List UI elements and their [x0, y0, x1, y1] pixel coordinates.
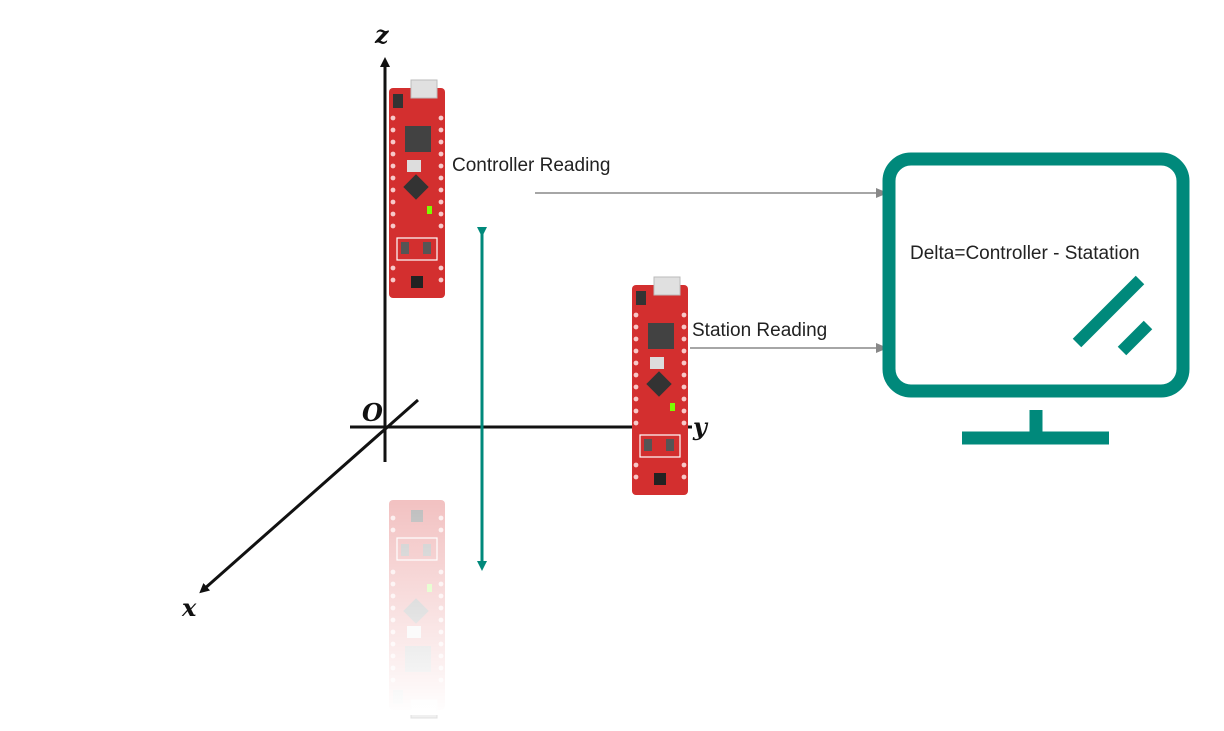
origin-label: O — [362, 398, 383, 427]
y-axis-label: y — [693, 412, 707, 441]
x-axis — [199, 398, 419, 594]
z-axis-label: z — [375, 20, 389, 49]
monitor-icon — [882, 152, 1190, 445]
station-board — [631, 276, 689, 496]
delta-formula-label: Delta=Controller - Statation — [910, 243, 1140, 264]
controller-reading-label: Controller Reading — [452, 155, 611, 176]
x-axis-label: x — [182, 593, 197, 622]
controller-board — [388, 79, 446, 299]
reflection-fade — [385, 500, 449, 715]
station-reading-label: Station Reading — [692, 320, 828, 341]
